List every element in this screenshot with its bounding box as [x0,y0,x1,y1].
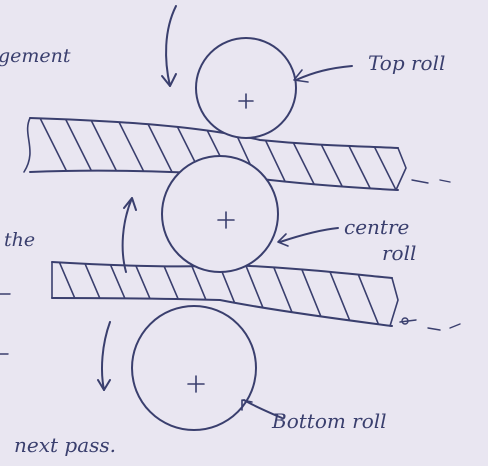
centre-roll-label-line2: roll [382,241,416,265]
bottom-roll [132,306,256,430]
top-roll-label: Top roll [368,51,445,75]
centre-roll-label-line1: centre [344,215,409,239]
top-roll [196,38,296,138]
next-pass-text: next pass. [14,433,116,457]
left-fragment-text-1: gement [0,45,71,67]
left-fragment-text-2: the [4,229,35,251]
bottom-roll-label: Bottom roll [271,409,387,433]
centre-roll [162,156,278,272]
